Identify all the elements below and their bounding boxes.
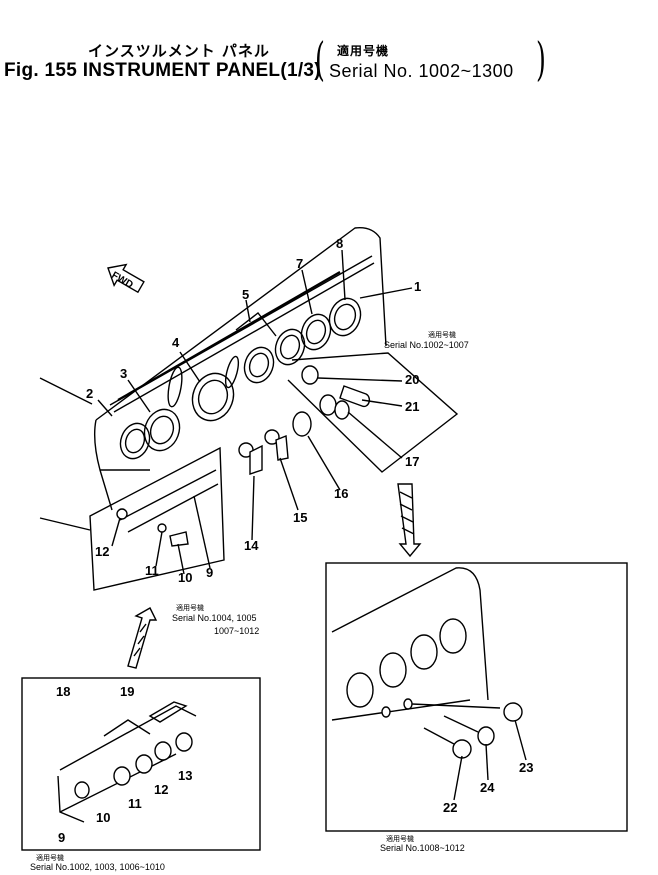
callout-20: 20: [405, 372, 420, 387]
note-mid-jp: 適用号機: [176, 604, 204, 612]
callout-12-inset: 12: [154, 782, 169, 797]
gauge-3: [143, 408, 181, 452]
panel-housing: [39, 227, 387, 531]
callout-10: 10: [178, 570, 193, 585]
callout-4: 4: [172, 335, 180, 350]
note-mid-line1: Serial No.1004, 1005: [172, 613, 257, 623]
note-mid-line2: 1007~1012: [214, 626, 260, 636]
inset-bottom-left: [21, 677, 261, 851]
note-bottom-right-jp: 適用号機: [386, 835, 414, 843]
gauge-2: [119, 422, 151, 460]
note-bottom-left-jp: 適用号機: [36, 854, 64, 862]
gauge-4-speedometer: [167, 366, 235, 422]
note-bottom-right: Serial No.1008~1012: [380, 843, 465, 853]
gauge-7: [300, 313, 332, 351]
cover-plate: [89, 446, 225, 591]
leader-lines: [97, 249, 527, 801]
callout-7: 7: [296, 256, 304, 271]
callout-15: 15: [293, 510, 308, 525]
switch-16: [292, 411, 312, 437]
callout-19: 19: [120, 684, 135, 699]
key-switch-15: [264, 429, 289, 461]
callout-18: 18: [56, 684, 71, 699]
callout-23: 23: [519, 760, 534, 775]
note-bottom-left: Serial No.1002, 1003, 1006~1010: [30, 862, 165, 872]
callout-3: 3: [120, 366, 128, 381]
callout-1: 1: [414, 279, 422, 294]
left-paren-icon: (: [315, 32, 325, 86]
callout-9: 9: [206, 565, 214, 580]
note-upper-right-jp: 適用号機: [428, 331, 456, 339]
serial-range: Serial No. 1002~1300: [329, 61, 514, 81]
callout-10-inset: 10: [96, 810, 111, 825]
gauge-5-pair: [224, 312, 306, 389]
callout-22: 22: [443, 800, 458, 815]
hatched-arrow-up-icon: [127, 607, 158, 669]
key-switch-14: [238, 442, 263, 475]
fwd-arrow-icon: [107, 263, 145, 294]
callout-9-inset: 9: [58, 830, 66, 845]
callout-11-inset: 11: [128, 796, 142, 811]
inset-bottom-right: [325, 562, 628, 832]
serial-japanese: 適用号機: [337, 44, 390, 58]
switch-17-group: [319, 394, 350, 420]
callout-2: 2: [86, 386, 94, 401]
figure-title: Fig. 155 INSTRUMENT PANEL(1/3): [4, 60, 321, 81]
inset-upper-right: [287, 352, 459, 473]
note-upper-right: Serial No.1002~1007: [384, 340, 469, 350]
callout-14: 14: [244, 538, 259, 553]
right-paren-icon: ): [536, 32, 546, 86]
callout-8: 8: [336, 236, 344, 251]
callout-11: 11: [145, 563, 159, 578]
callout-24: 24: [480, 780, 495, 795]
callout-21: 21: [405, 399, 420, 414]
title-japanese: インスツルメント パネル: [88, 42, 270, 60]
callout-12: 12: [95, 544, 110, 559]
hatched-arrow-down-icon: [397, 483, 422, 558]
callout-5: 5: [242, 287, 250, 302]
callout-13-inset: 13: [178, 768, 193, 783]
gauge-8: [328, 297, 362, 337]
callout-16: 16: [334, 486, 349, 501]
callout-17: 17: [405, 454, 420, 469]
